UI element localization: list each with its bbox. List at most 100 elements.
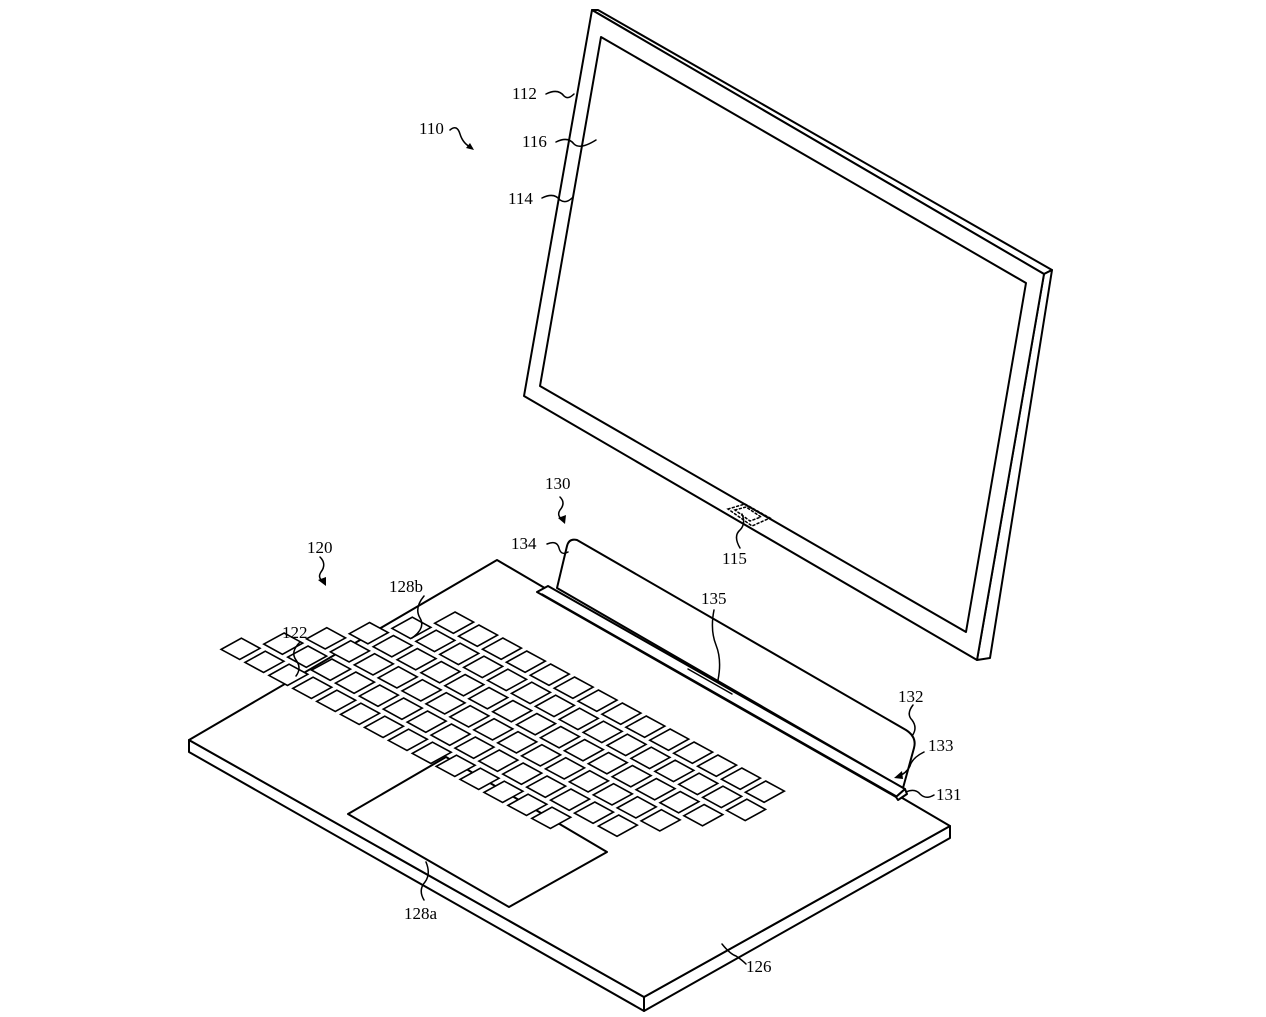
- keyboard-key: [433, 611, 476, 635]
- keyboard-key: [672, 741, 715, 765]
- keyboard-key: [610, 764, 653, 788]
- hinge-rail-groove: [541, 593, 899, 798]
- ref-114: 114: [508, 189, 533, 208]
- keyboard-key: [458, 767, 501, 791]
- ref-116: 116: [522, 132, 547, 151]
- keyboard-key: [538, 725, 582, 749]
- ref-110: 110: [419, 119, 444, 138]
- keyboard-key: [530, 806, 573, 830]
- keyboard-key: [362, 715, 406, 739]
- keyboard-key: [456, 624, 500, 648]
- keyboard-key: [414, 629, 457, 653]
- hinge-assembly: [536, 538, 916, 801]
- keyboard-key: [462, 655, 505, 679]
- keyboard-key: [405, 710, 448, 734]
- keyboard-key: [381, 697, 424, 721]
- keyboard-key: [304, 626, 348, 650]
- keyboard-key: [525, 775, 568, 799]
- keyboard-key: [695, 754, 739, 778]
- ref-135: 135: [701, 589, 727, 608]
- keyboard-key: [309, 658, 353, 682]
- keyboard-key: [581, 720, 624, 744]
- keyboard-key: [519, 743, 563, 767]
- keyboard-key: [572, 801, 616, 825]
- keyboard-key: [429, 723, 472, 747]
- keyboard-key: [557, 707, 600, 731]
- keyboard-key: [400, 678, 443, 702]
- keyboard-key: [434, 754, 477, 778]
- keyboard-key: [605, 733, 648, 757]
- keyboard-key: [477, 749, 520, 773]
- keyboard-key: [509, 681, 553, 705]
- keyboard-key: [548, 788, 592, 812]
- keyboard-key: [514, 712, 558, 736]
- keyboard-key: [376, 665, 419, 689]
- ref-115: 115: [722, 549, 747, 568]
- keyboard-key: [424, 691, 467, 715]
- keyboard-key: [438, 642, 481, 666]
- keyboard-key: [600, 702, 643, 726]
- keyboard-key: [386, 728, 429, 752]
- ref-128b: 128b: [389, 577, 423, 596]
- keyboard-key: [591, 782, 634, 806]
- keyboard-key: [419, 660, 462, 684]
- keyboard-key: [395, 647, 438, 671]
- keyboard-key: [567, 769, 611, 793]
- trackpad: [347, 756, 608, 908]
- keyboard-key: [482, 780, 525, 804]
- keyboard-key: [624, 715, 667, 739]
- keyboard-key: [267, 663, 310, 687]
- keyboard-key: [658, 790, 701, 814]
- ref-132: 132: [898, 687, 924, 706]
- leader-lines: [293, 90, 935, 965]
- ref-131: 131: [936, 785, 962, 804]
- hinge-plate: [556, 538, 916, 789]
- keyboard-key: [485, 668, 529, 692]
- display-unit: [523, 9, 1053, 661]
- keyboard-key: [615, 795, 658, 819]
- keyboard-key: [496, 730, 539, 754]
- keyboard-key: [347, 621, 390, 645]
- keyboard-key: [629, 746, 672, 770]
- keyboard-key: [480, 637, 524, 661]
- ref-134: 134: [511, 534, 537, 553]
- keyboard-key: [371, 634, 414, 658]
- keyboard-key: [719, 767, 763, 791]
- keyboard-key: [653, 759, 696, 783]
- keyboard-key: [501, 762, 544, 786]
- keyboard-key: [552, 676, 595, 700]
- keyboard-key: [262, 632, 305, 656]
- keyboard-key: [677, 772, 720, 796]
- keyboard-key: [586, 751, 629, 775]
- keyboard-key: [243, 650, 286, 674]
- base-unit: [188, 559, 951, 1012]
- keyboard-key: [743, 780, 786, 804]
- keyboard-key: [352, 652, 395, 676]
- keyboard-key: [453, 736, 496, 760]
- keyboard-key: [472, 717, 515, 741]
- keyboard-key: [682, 803, 725, 827]
- keyboard: [219, 611, 786, 838]
- hinge-connector: [687, 668, 733, 695]
- keyboard-key: [315, 689, 358, 713]
- keyboard-key: [543, 756, 587, 780]
- hinge-end-cap: [895, 788, 908, 801]
- keyboard-key: [724, 798, 768, 822]
- keyboard-key: [491, 699, 534, 723]
- keyboard-key: [533, 694, 576, 718]
- keyboard-key: [357, 684, 400, 708]
- keyboard-key: [701, 785, 744, 809]
- ref-130: 130: [545, 474, 571, 493]
- keyboard-key: [410, 741, 453, 765]
- reference-numerals: 110 112 116 114 115 130 134 135 120 128b…: [282, 84, 962, 976]
- keyboard-key: [504, 650, 547, 674]
- keyboard-key: [639, 808, 682, 832]
- ref-120: 120: [307, 538, 333, 557]
- keyboard-key: [291, 676, 334, 700]
- keyboard-key: [443, 673, 486, 697]
- ref-133: 133: [928, 736, 954, 755]
- ref-122: 122: [282, 623, 308, 642]
- keyboard-key: [328, 639, 372, 663]
- keyboard-key: [528, 663, 571, 687]
